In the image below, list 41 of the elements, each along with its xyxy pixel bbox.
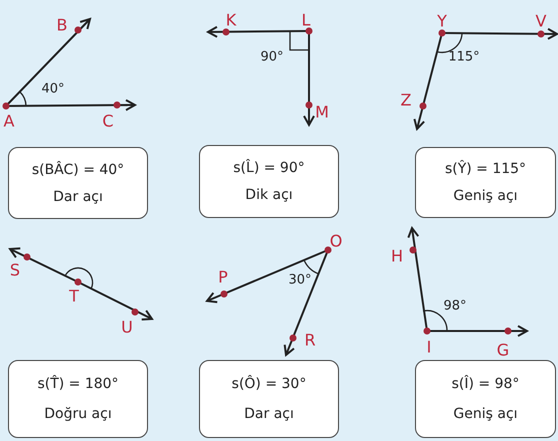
angle-type: Dar açı bbox=[53, 188, 103, 204]
point-label: P bbox=[218, 268, 228, 286]
point-label: O bbox=[330, 232, 342, 250]
point-label: M bbox=[315, 102, 329, 122]
point-label: G bbox=[496, 340, 510, 360]
angle-type: Dar açı bbox=[244, 406, 294, 422]
angle-measure: 115° bbox=[448, 50, 480, 64]
point-label: T bbox=[69, 286, 79, 306]
point-label: B bbox=[56, 16, 68, 34]
angle-formula: s(T̂) = 180° bbox=[37, 376, 119, 392]
angle-measure: 98° bbox=[443, 298, 467, 314]
angle-card bbox=[415, 147, 556, 218]
point-label: V bbox=[536, 12, 546, 30]
point-label: S bbox=[10, 260, 20, 280]
angle-type: Doğru açı bbox=[44, 406, 112, 422]
angle-measure: 30° bbox=[288, 272, 312, 288]
point-label: R bbox=[304, 330, 316, 350]
point-label: A bbox=[4, 112, 14, 130]
point-label: U bbox=[121, 318, 133, 336]
point-label: H bbox=[390, 246, 404, 266]
angle-card bbox=[199, 360, 339, 438]
angle-formula: s(Î) = 98° bbox=[452, 376, 520, 392]
angle-formula: s(Ô) = 30° bbox=[232, 376, 306, 392]
point-label: Z bbox=[400, 90, 412, 110]
angle-card bbox=[8, 360, 148, 438]
angle-card bbox=[415, 360, 556, 438]
angle-measure: 40° bbox=[41, 82, 65, 96]
angle-formula: s(L̂) = 90° bbox=[233, 160, 305, 176]
point-label: L bbox=[302, 10, 310, 30]
point-label: I bbox=[426, 338, 432, 356]
angle-formula: s(Ŷ) = 115° bbox=[444, 161, 526, 178]
angle-card bbox=[199, 145, 339, 218]
angle-type: Dik açı bbox=[245, 187, 293, 204]
angle-formula: s(BÂC) = 40° bbox=[32, 162, 124, 178]
point-label: Y bbox=[437, 12, 447, 30]
point-label: C bbox=[102, 112, 114, 130]
angle-measure: 90° bbox=[260, 50, 284, 64]
angle-type: Geniş açı bbox=[453, 406, 518, 422]
angle-card bbox=[8, 147, 148, 219]
point-label: K bbox=[226, 10, 236, 30]
angle-type: Geniş açı bbox=[453, 188, 518, 204]
